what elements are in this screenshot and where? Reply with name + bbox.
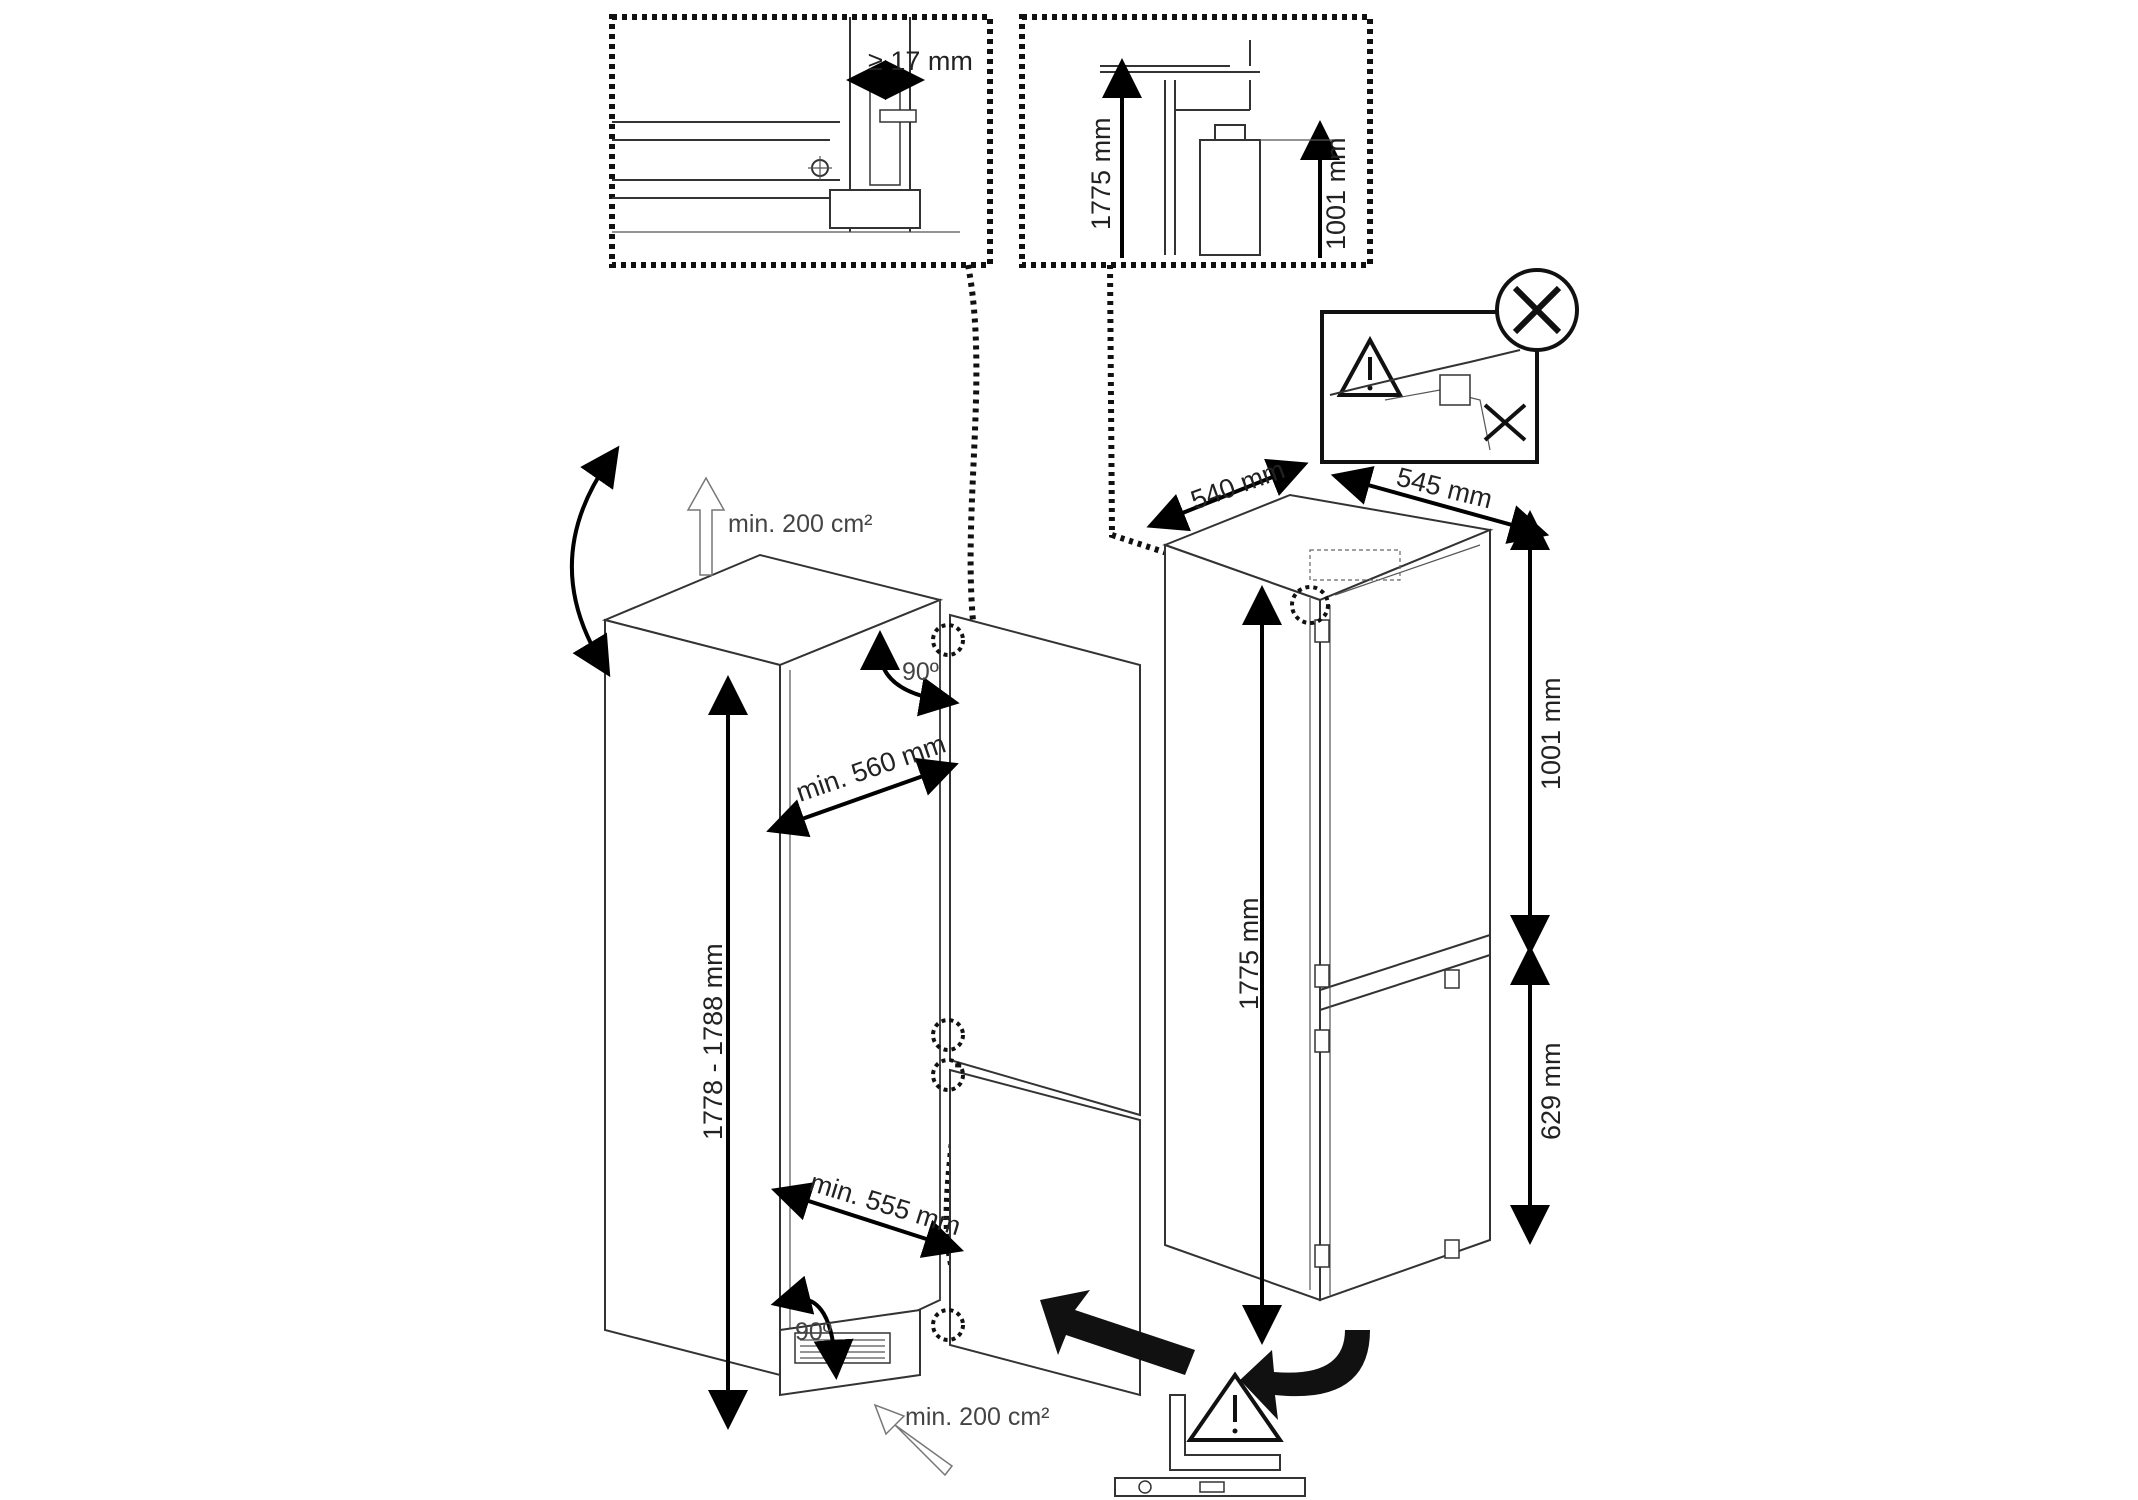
label-fridge-height: 1001 mm [1536,677,1566,790]
arrow-appliance-depth [1330,466,1550,544]
vent-in-arrow-icon [873,1403,954,1477]
detail-heights [1019,14,1373,268]
label-vent-top: min. 200 cm² [728,510,872,538]
arrow-niche-width-bottom [770,1182,965,1258]
arrow-angle-top [860,630,960,717]
arrow-niche-width-top [766,757,959,838]
move-arrow-icon [1040,1290,1195,1375]
prohibited-cross-icon [1495,268,1579,352]
furniture-door [949,613,1141,1397]
vent-up-arrow-icon [686,476,726,576]
arrow-appliance-width [1146,458,1309,532]
fridge-appliance [1162,493,1494,1302]
label-niche-height: 1778 - 1788 mm [698,943,728,1140]
spirit-level-icon [1114,1371,1306,1497]
label-detail-height-upper: 1001 mm [1321,137,1351,250]
label-vent-bottom: min. 200 cm² [905,1403,1049,1431]
rotate-arrow-icon [1240,1330,1370,1420]
arrow-cabinet-swing [569,445,620,678]
label-detail-height-total: 1775 mm [1086,117,1116,230]
hinge-markers [931,623,965,1342]
arrow-angle-bottom [770,1275,854,1380]
hinge-marker-top [1290,585,1330,625]
label-appliance-height: 1775 mm [1234,897,1264,1010]
label-angle-top: 90º [902,658,939,686]
label-angle-bottom: 90º [795,1318,832,1346]
label-detail-gap: ≥ 17 mm [868,46,973,76]
detail-hinge-gap [609,14,993,268]
warning-panel [1320,310,1539,464]
label-freezer-height: 629 mm [1536,1042,1566,1140]
kitchen-cabinet [601,553,944,1397]
